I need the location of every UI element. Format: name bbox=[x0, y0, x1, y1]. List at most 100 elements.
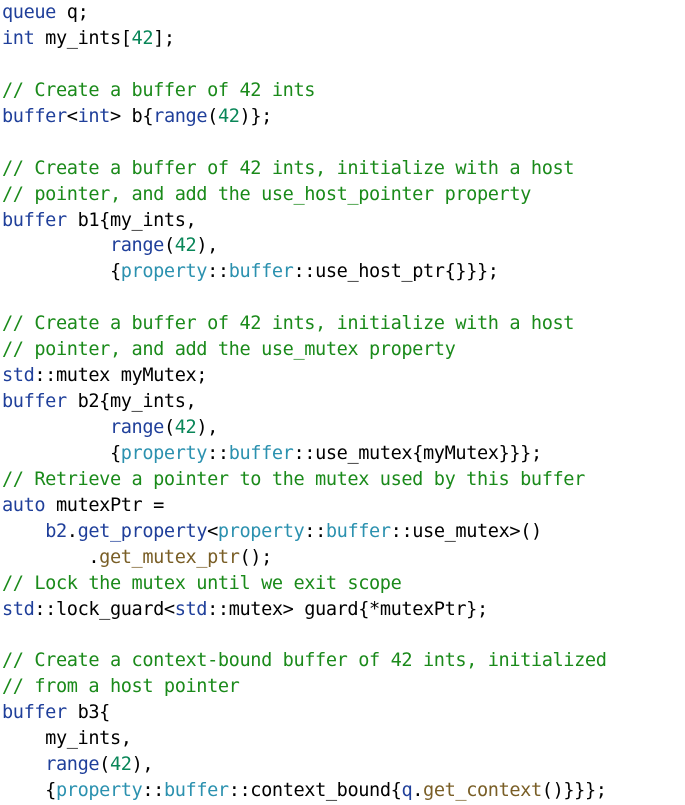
code-token-plain bbox=[2, 754, 45, 775]
code-token-plain: ::lock_guard< bbox=[34, 598, 175, 620]
code-line: buffer<int> b{range(42)}; bbox=[0, 104, 685, 130]
code-token-type: buffer bbox=[325, 520, 391, 542]
code-token-plain: my_ints, bbox=[2, 728, 132, 750]
code-token-plain: { bbox=[2, 442, 121, 464]
code-token-plain: mutexPtr = bbox=[45, 494, 164, 516]
code-token-keyword: int bbox=[77, 105, 111, 127]
code-line: .get_mutex_ptr(); bbox=[0, 545, 685, 571]
code-line: // Lock the mutex until we exit scope bbox=[0, 571, 685, 597]
code-token-plain: < bbox=[66, 105, 78, 127]
code-line: buffer b1{my_ints, bbox=[0, 208, 685, 234]
code-token-number: 42 bbox=[131, 27, 154, 49]
code-token-keyword: b2 bbox=[45, 520, 67, 542]
code-token-keyword: int bbox=[2, 27, 35, 49]
code-token-comment: // Create a context-bound buffer of 42 i… bbox=[2, 650, 607, 672]
code-token-plain: ( bbox=[163, 417, 175, 438]
blank-line bbox=[0, 52, 685, 78]
code-token-plain: )}; bbox=[239, 105, 273, 127]
code-token-plain: ), bbox=[196, 417, 218, 438]
code-line: range(42), bbox=[0, 415, 685, 441]
code-token-plain: ()}}}; bbox=[541, 780, 607, 802]
code-token-plain: ::context_bound{ bbox=[228, 780, 402, 802]
code-token-type: property bbox=[120, 261, 208, 283]
code-token-keyword: buffer bbox=[2, 209, 67, 231]
code-token-plain: b3{ bbox=[66, 702, 111, 724]
code-line: queue q; bbox=[0, 0, 685, 26]
code-token-plain: ::mutex> guard{*mutexPtr}; bbox=[207, 598, 488, 620]
code-token-plain: :: bbox=[304, 520, 326, 542]
code-line: // pointer, and add the use_mutex proper… bbox=[0, 337, 685, 363]
code-token-plain bbox=[2, 417, 110, 438]
code-line: // from a host pointer bbox=[0, 674, 685, 700]
code-token-plain bbox=[2, 521, 45, 542]
blank-line bbox=[0, 623, 685, 649]
code-line: // Create a context-bound buffer of 42 i… bbox=[0, 648, 685, 674]
code-token-keyword: std bbox=[2, 365, 35, 387]
code-token-plain: ::use_mutex{myMutex}}}; bbox=[293, 442, 542, 464]
code-token-comment: // Retrieve a pointer to the mutex used … bbox=[2, 468, 585, 490]
code-token-number: 42 bbox=[217, 105, 240, 127]
code-line: // Create a buffer of 42 ints, initializ… bbox=[0, 156, 685, 182]
code-token-plain: ( bbox=[207, 105, 218, 127]
code-token-type: buffer bbox=[163, 780, 229, 802]
code-token-plain: . bbox=[66, 520, 78, 542]
code-line: buffer b2{my_ints, bbox=[0, 389, 685, 415]
code-token-plain: b2{my_ints, bbox=[66, 391, 197, 413]
code-token-plain: { bbox=[2, 261, 121, 283]
code-token-type: property bbox=[217, 520, 305, 542]
code-token-keyword: range bbox=[153, 105, 208, 127]
code-token-number: 42 bbox=[174, 417, 197, 438]
code-token-keyword: buffer bbox=[2, 702, 67, 724]
code-token-keyword: std bbox=[2, 598, 35, 620]
code-token-plain: ::mutex myMutex; bbox=[34, 365, 208, 387]
code-line: std::lock_guard<std::mutex> guard{*mutex… bbox=[0, 597, 685, 623]
code-token-number: 42 bbox=[109, 754, 132, 776]
code-token-keyword: std bbox=[174, 598, 208, 620]
code-token-plain: ::use_host_ptr{}}}; bbox=[293, 261, 499, 283]
code-token-keyword: range bbox=[109, 417, 164, 438]
code-token-plain: ), bbox=[131, 754, 154, 776]
code-token-plain: :: bbox=[142, 780, 164, 802]
code-line: std::mutex myMutex; bbox=[0, 363, 685, 389]
code-token-plain: b1{my_ints, bbox=[66, 209, 197, 231]
code-token-plain: :: bbox=[207, 261, 229, 283]
code-token-plain: ( bbox=[99, 754, 110, 776]
code-line: // Create a buffer of 42 ints, initializ… bbox=[0, 311, 685, 337]
code-token-number: 42 bbox=[174, 235, 197, 257]
code-token-plain: (); bbox=[239, 546, 272, 568]
code-line: {property::buffer::use_host_ptr{}}}; bbox=[0, 259, 685, 285]
blank-line bbox=[0, 130, 685, 156]
code-token-plain: my_ints[ bbox=[34, 27, 132, 49]
code-token-type: buffer bbox=[228, 261, 294, 283]
code-token-comment: // pointer, and add the use_host_pointer… bbox=[2, 183, 531, 205]
code-line: auto mutexPtr = bbox=[0, 493, 685, 519]
code-token-keyword: q bbox=[401, 780, 413, 802]
code-token-keyword: range bbox=[109, 235, 164, 257]
blank-line bbox=[0, 285, 685, 311]
code-line: {property::buffer::context_bound{q.get_c… bbox=[0, 778, 685, 804]
code-token-keyword: buffer bbox=[2, 105, 67, 127]
code-line: int my_ints[42]; bbox=[0, 26, 685, 52]
code-token-type: buffer bbox=[228, 442, 294, 464]
code-token-plain: ::use_mutex>() bbox=[390, 520, 543, 542]
code-token-keyword: get_property bbox=[77, 520, 208, 542]
code-token-comment: // Lock the mutex until we exit scope bbox=[2, 572, 402, 594]
code-line: range(42), bbox=[0, 233, 685, 259]
code-token-method: get_mutex_ptr bbox=[99, 546, 240, 568]
code-line: range(42), bbox=[0, 752, 685, 778]
code-token-comment: // from a host pointer bbox=[2, 676, 240, 698]
code-token-comment: // Create a buffer of 42 ints, initializ… bbox=[2, 157, 575, 179]
code-line: buffer b3{ bbox=[0, 700, 685, 726]
code-token-type: property bbox=[55, 780, 143, 802]
code-token-keyword: range bbox=[45, 754, 100, 776]
code-token-plain: ]; bbox=[153, 27, 175, 49]
code-line: b2.get_property<property::buffer::use_mu… bbox=[0, 519, 685, 545]
code-token-keyword: auto bbox=[2, 494, 46, 516]
code-token-plain: . bbox=[412, 780, 424, 802]
code-line: my_ints, bbox=[0, 726, 685, 752]
code-line: // Retrieve a pointer to the mutex used … bbox=[0, 467, 685, 493]
code-token-plain: :: bbox=[207, 442, 229, 464]
code-token-plain: q; bbox=[55, 2, 89, 23]
code-token-plain: ), bbox=[196, 235, 218, 257]
code-token-plain: . bbox=[2, 546, 100, 568]
